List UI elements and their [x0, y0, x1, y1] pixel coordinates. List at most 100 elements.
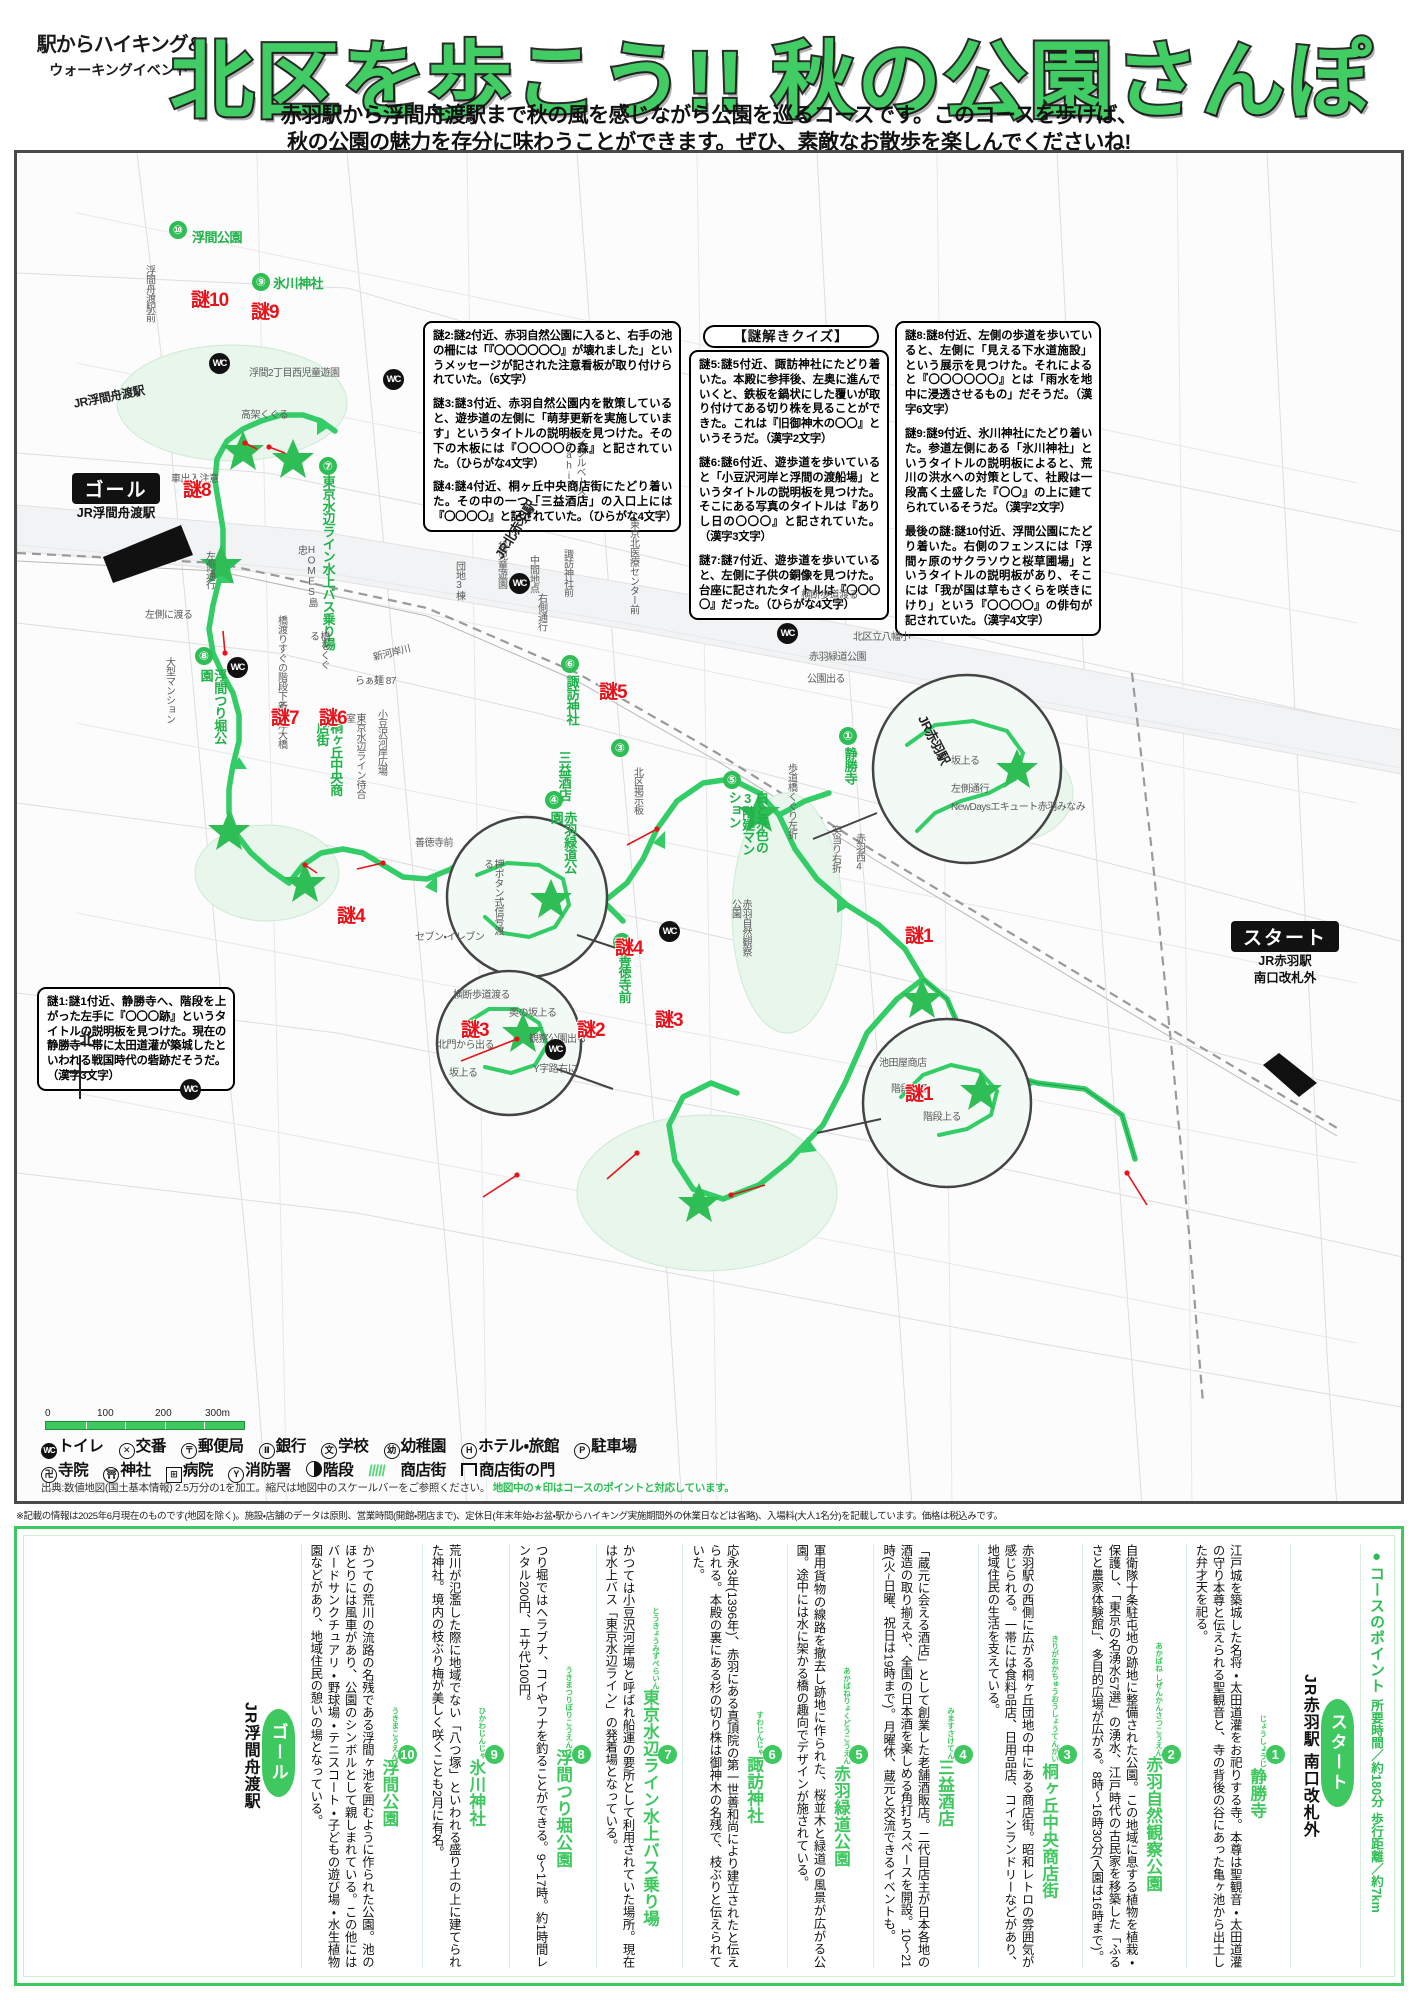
- course-point-2: 2 赤羽自然観察公園 あかばね しぜんかんさつこうえん 自衛隊十条駐屯地の跡地に…: [1086, 1544, 1183, 1968]
- course-point-4-body: 「蔵元に会える酒店」として創業した老舗酒販店。二代目店主が日本各地の酒造の取り揃…: [881, 1544, 931, 1968]
- course-point-1-ruby: じょうしょうじ: [1258, 1715, 1268, 1768]
- course-point-6: 6 諏訪神社 すわじんじゃ 応永3年(1396年)、赤羽にある真頂院の第一世善和…: [686, 1544, 783, 1968]
- course-point-7: 7 東京水辺ライン水上バス乗り場 とうきょうみずべらいん かつては小豆沢河岸場と…: [600, 1544, 680, 1968]
- map-label-car-caution: 車出入注意: [171, 474, 219, 485]
- course-point-5-body: 軍用貨物の線路を撤去し跡地に作られた、桜並木と緑道の風景が広がる公園。途中には水…: [794, 1544, 826, 1968]
- course-point-8-name: 浮間つり堀公園: [553, 1748, 572, 1868]
- shrine-icon: ⛩: [103, 1467, 120, 1483]
- brand-line2: ウォーキングイベント: [49, 62, 189, 78]
- course-point-9-number: 9: [484, 1745, 504, 1764]
- start-station-bottom: JR赤羽駅 南口改札外: [1300, 1674, 1318, 1838]
- legend-label-bank: 銀行: [275, 1438, 307, 1455]
- nazo-marker-4a: 謎4: [337, 906, 366, 927]
- map-point-6: ⑥: [561, 655, 579, 673]
- course-point-2-ruby: あかばね しぜんかんさつこうえん: [1154, 1641, 1164, 1757]
- wc-icon-3: WC: [227, 657, 248, 678]
- map-label-ukima-fishing-park: 浮間つり堀公園: [198, 669, 228, 744]
- course-point-6-ruby: すわじんじゃ: [755, 1710, 765, 1756]
- hotel-icon: H: [461, 1443, 478, 1459]
- subtitle-line-2: 秋の公園の魅力を存分に味わうことができます。ぜひ、素敵なお散歩を楽しんでください…: [287, 131, 1131, 155]
- map-label-newdays-ecute: 坂上る: [951, 756, 980, 767]
- map-label-up-slope: Y字路右に: [533, 1064, 578, 1075]
- course-points-title: ●コースのポイント: [1368, 1548, 1385, 1694]
- parking-icon: P: [574, 1443, 591, 1459]
- compass-crossbar: [67, 1071, 93, 1073]
- nazo-marker-1a: 謎1: [905, 926, 934, 947]
- map-label-under-footbridge: 北区掲示板: [631, 767, 643, 815]
- map-label-slope-up: 階段上る: [923, 1112, 962, 1123]
- legend-label-hotel: ホテル・旅館: [478, 1438, 560, 1455]
- nazo-marker-9: 謎9: [251, 302, 280, 323]
- map-point-4: ④: [545, 791, 563, 809]
- map-label-shinkagishi-bridge: 新河岸大橋: [275, 701, 287, 749]
- course-point-10-ruby: うきまこうえん: [390, 1706, 400, 1760]
- map-label-jyoshoji: 静勝寺: [842, 747, 858, 785]
- wc-icon-6: WC: [659, 921, 680, 942]
- divider: [873, 1544, 875, 1968]
- scale-tick-300: 300m: [205, 1408, 231, 1419]
- course-duration: 所要時間／約180分: [1369, 1699, 1383, 1808]
- bank-icon: Ⅱ: [258, 1443, 275, 1459]
- post-office-icon: 〒: [181, 1443, 198, 1459]
- course-point-2-head: 2 赤羽自然観察公園 あかばね しぜんかんさつこうえん: [1141, 1544, 1182, 1968]
- course-point-5-ruby: あかばねりょくどうこうえん: [842, 1667, 852, 1765]
- map-point-7: ⑦: [319, 457, 337, 475]
- course-point-4: 4 三益酒店 みますさけてん 「蔵元に会える酒店」として創業した老舗酒販店。二代…: [877, 1544, 974, 1968]
- school-icon: 文: [321, 1443, 338, 1459]
- course-point-8-body: つり堀ではヘラブナ、コイやフナを釣ることができる。9～17時。約1時間レンタル2…: [516, 1544, 549, 1968]
- scale-tick-100: 100: [97, 1408, 114, 1419]
- quiz-box-a: 謎2:謎2付近、赤羽自然公園に入ると、右手の池の柵には「『〇〇〇〇〇〇』が壊れま…: [423, 321, 681, 532]
- map-label-exit-park: 公園出る: [807, 674, 846, 685]
- wc-icon-8: WC: [180, 1079, 201, 1100]
- map-label-ukima-park: 浮間公園: [192, 230, 243, 245]
- nazo-marker-3b: 謎3: [461, 1020, 490, 1041]
- map-point-5: ⑤: [723, 771, 741, 789]
- subtitle-line-1: 赤羽駅から浮間舟渡駅まで秋の風を感じながら公園を巡るコースです。このコースを歩け…: [280, 104, 1138, 127]
- legend-label-parking: 駐車場: [591, 1438, 637, 1455]
- course-point-3-head: 3 桐ヶ丘中央商店街 きりがおかちゅうおうしょうてんがい: [1037, 1544, 1078, 1968]
- course-point-1-head: 1 静勝寺 じょうしょうじ: [1245, 1544, 1286, 1968]
- wc-icon-7: WC: [545, 1039, 566, 1060]
- course-point-2-body: 自衛隊十条駐屯地の跡地に整備された公園。この地域に息する植物を植栽・保護し、「東…: [1089, 1544, 1139, 1968]
- divider: [1289, 1544, 1291, 1968]
- legend-item-school: 文学校: [321, 1435, 369, 1459]
- map-label-keep-left-2: 横断歩道渡る: [801, 590, 859, 601]
- course-point-1-number: 1: [1265, 1745, 1285, 1764]
- legend-item-hospital: ⊞病院: [165, 1459, 214, 1483]
- shopping-street-gate-icon: [460, 1463, 477, 1476]
- map-label-climb-stairs: 階段上る: [891, 1084, 930, 1095]
- legend-item-shotengai: /////商店街: [368, 1459, 446, 1484]
- map-label-kirigaoka-shop-st: 桐ヶ丘中央商店街: [314, 721, 344, 796]
- quiz-item-4: 謎4:謎4付近、桐ヶ丘中央商店街にたどり着いた。その中の一つ「三益酒店」の入口上…: [433, 481, 677, 524]
- map-point-3: ③: [611, 739, 629, 757]
- course-distance: 歩行距離／約7km: [1369, 1812, 1383, 1913]
- quiz-section-title: 【謎解きクイズ】: [703, 325, 879, 348]
- course-point-1: 1 静勝寺 じょうしょうじ 江戸城を築城した名将・太田道灌をお祀りする寺。本尊は…: [1190, 1544, 1287, 1968]
- course-point-1-body: 江戸城を築城した名将・太田道灌をお祀りする寺。本尊は聖観音・太田道灌の守り本尊と…: [1193, 1544, 1243, 1968]
- course-point-9-name: 氷川神社: [466, 1759, 485, 1828]
- course-point-3-body: 赤羽駅の西側に広がる桐ヶ丘団地の中にある商店街。昭和レトロの雰囲気が感じられる。…: [985, 1544, 1035, 1968]
- course-point-4-head: 4 三益酒店 みますさけてん: [933, 1544, 974, 1968]
- course-map-panel[interactable]: 【謎解きクイズ】 謎2:謎2付近、赤羽自然公園に入ると、右手の池の柵には「『〇〇…: [14, 150, 1404, 1504]
- stairs-icon: [305, 1461, 322, 1477]
- course-point-3-ruby: きりがおかちゅうおうしょうてんがい: [1050, 1635, 1060, 1763]
- quiz-item-7: 謎7:謎7付近、遊歩道を歩いていると、左側に子供の銅像を見つけた。台座に記された…: [699, 554, 880, 612]
- course-point-3: 3 桐ヶ丘中央商店街 きりがおかちゅうおうしょうてんがい 赤羽駅の西側に広がる桐…: [982, 1544, 1079, 1968]
- course-point-2-number: 2: [1161, 1745, 1181, 1764]
- divider: [977, 1544, 979, 1968]
- page-title: 北区を歩こう!! 秋の公園さんぽ: [168, 32, 1374, 130]
- start-badge: スタート: [1230, 921, 1339, 952]
- course-point-10-body: かつての荒川の流路の名残である浮間ヶ池を囲むように作られた公園。池のほとりには風…: [308, 1544, 375, 1968]
- divider: [421, 1544, 423, 1968]
- wc-icon-1: WC: [209, 353, 230, 374]
- wc-icon-2: WC: [383, 369, 404, 390]
- map-label-ikedaya: 池田屋商店: [879, 1058, 927, 1069]
- divider: [1185, 1544, 1187, 1968]
- quiz-item-6: 謎6:謎6付近、遊歩道を歩いていると「小豆沢河岸と浮間の渡船場」というタイトルの…: [699, 456, 880, 544]
- legend-item-temple: 卍寺院: [41, 1459, 89, 1483]
- map-point-9: ⑨: [252, 273, 270, 291]
